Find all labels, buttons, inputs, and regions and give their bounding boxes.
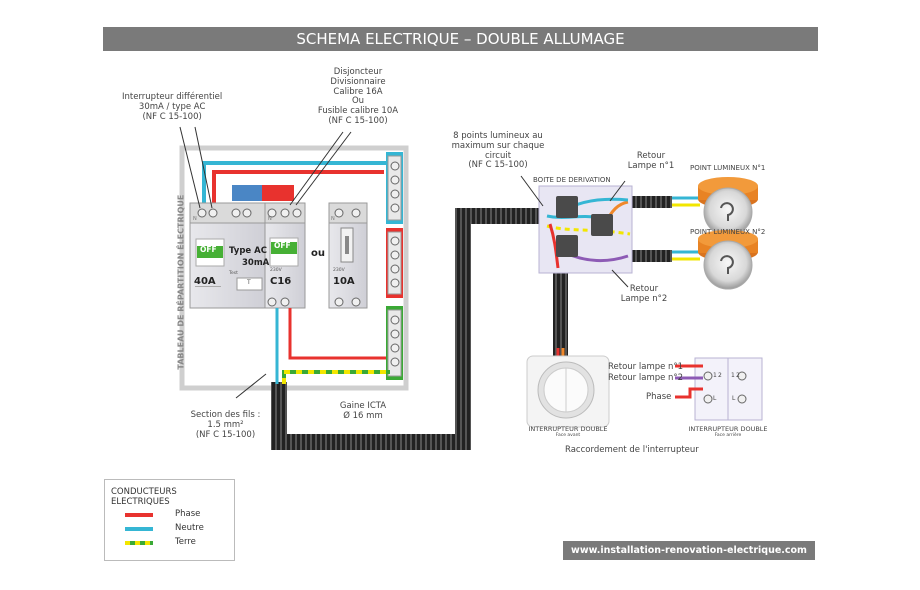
or-label: ou <box>311 248 325 259</box>
differential-off-label: OFF <box>200 245 217 254</box>
annotation-line: Gaine ICTA <box>339 401 387 411</box>
light-point-2 <box>698 230 758 290</box>
switch-front-title: INTERRUPTEUR DOUBLE <box>528 425 608 433</box>
differential-rating: 40A <box>194 276 216 287</box>
terminal-1-label: 1 <box>731 372 735 379</box>
light-point-1 <box>698 177 758 237</box>
phase-terminal-bar <box>386 228 403 298</box>
legend-title: CONDUCTEURS ELECTRIQUES <box>111 487 177 507</box>
differential-sensitivity: 30mA <box>242 258 270 268</box>
fuse-voltage: 230V <box>333 268 345 273</box>
legend-neutral-swatch <box>125 527 153 531</box>
legend-neutral-label: Neutre <box>175 523 204 533</box>
legend-phase-swatch <box>125 513 153 517</box>
terminal-1-label: 1 <box>713 372 717 379</box>
annotation-line: 30mA / type AC <box>138 101 206 112</box>
annotation-line: circuit <box>484 150 512 161</box>
legend-earth-swatch <box>125 541 153 545</box>
annotation-line: 8 points lumineux au <box>453 131 543 141</box>
annotation-line: 1.5 mm² <box>207 419 244 430</box>
annotation-max-points: 8 points lumineux au maximum sur chaque … <box>448 131 548 171</box>
annotation-line: Interrupteur différentiel <box>122 92 223 102</box>
panel-label: TABLEAU DE RÉPARTITION ÉLECTRIQUE <box>176 194 186 370</box>
breaker-voltage: 230V <box>270 268 282 273</box>
annotation-return-2: Retour Lampe n°2 <box>614 284 674 305</box>
double-switch-back <box>694 357 763 421</box>
terminal-l-label: L <box>713 395 717 402</box>
annotation-line: (NF C 15-100) <box>142 111 202 122</box>
test-button[interactable]: T <box>247 279 251 286</box>
switch-back-label: INTERRUPTEUR DOUBLE Face arrière <box>680 425 776 439</box>
switch-connection-caption: Raccordement de l'interrupteur <box>565 445 699 455</box>
switch-wire-label-1: Retour lampe n°1 <box>608 362 684 372</box>
annotation-line: (NF C 15-100) <box>328 115 388 126</box>
annotation-conduit: Gaine ICTA Ø 16 mm <box>333 401 393 422</box>
annotation-differential: Interrupteur différentiel 30mA / type AC… <box>122 92 223 122</box>
switch-wire-label-phase: Phase <box>646 392 672 402</box>
conduit-icta <box>271 196 672 450</box>
annotation-return-1: Retour Lampe n°1 <box>621 151 681 172</box>
breaker-rating: C16 <box>270 276 292 287</box>
annotation-line: Ø 16 mm <box>343 410 383 421</box>
website-link[interactable]: www.installation-renovation-electrique.c… <box>563 541 815 560</box>
terminal-l-label: L <box>732 395 736 402</box>
terminal-n-label: N <box>331 216 335 222</box>
differential-switch <box>189 202 266 309</box>
annotation-line: Section des fils : <box>190 410 261 420</box>
annotation-line: Fusible calibre 10A <box>317 106 399 117</box>
page-title: SCHEMA ELECTRIQUE – DOUBLE ALLUMAGE <box>103 27 818 51</box>
differential-type: Type AC <box>229 246 267 256</box>
terminal-n-label: N <box>268 216 272 222</box>
switch-wire-label-2: Retour lampe n°2 <box>608 373 684 383</box>
legend: CONDUCTEURS ELECTRIQUES Phase Neutre Ter… <box>104 479 235 561</box>
switch-front-sub: Face avant <box>555 433 581 439</box>
annotation-line: Calibre 16A <box>333 86 383 97</box>
annotation-line: Ou <box>351 96 365 107</box>
junction-box-label: BOITE DE DERIVATION <box>533 176 611 184</box>
legend-phase-label: Phase <box>175 509 201 519</box>
annotation-wire-section: Section des fils : 1.5 mm² (NF C 15-100) <box>183 410 268 440</box>
annotation-breaker: Disjoncteur Divisionnaire Calibre 16A Ou… <box>313 67 403 127</box>
fuse-rating: 10A <box>333 276 355 287</box>
terminal-2-label: 2 <box>718 372 722 379</box>
terminal-2-label: 2 <box>736 372 740 379</box>
annotation-line: Disjoncteur <box>333 67 383 77</box>
fuse-holder <box>328 202 368 309</box>
annotation-line: Divisionnaire <box>330 76 386 87</box>
differential-test-label: Test <box>229 271 238 276</box>
annotation-line: maximum sur chaque <box>451 140 545 151</box>
annotation-line: (NF C 15-100) <box>468 160 528 171</box>
terminal-n-label: N <box>193 216 197 222</box>
switch-front-label: INTERRUPTEUR DOUBLE Face avant <box>520 425 616 439</box>
breaker-off-label: OFF <box>274 241 291 250</box>
annotation-line: (NF C 15-100) <box>195 429 256 440</box>
annotation-line: Lampe n°1 <box>627 160 675 171</box>
annotation-line: Lampe n°2 <box>620 293 668 304</box>
annotation-line: Retour <box>636 151 666 161</box>
legend-earth-label: Terre <box>175 537 196 547</box>
switch-back-sub: Face arrière <box>714 433 742 439</box>
annotation-line: Retour <box>629 284 659 294</box>
light-point-2-label: POINT LUMINEUX N°2 <box>690 228 766 236</box>
double-switch-front <box>526 355 610 428</box>
light-point-1-label: POINT LUMINEUX N°1 <box>690 164 766 172</box>
switch-back-title: INTERRUPTEUR DOUBLE <box>688 425 768 433</box>
